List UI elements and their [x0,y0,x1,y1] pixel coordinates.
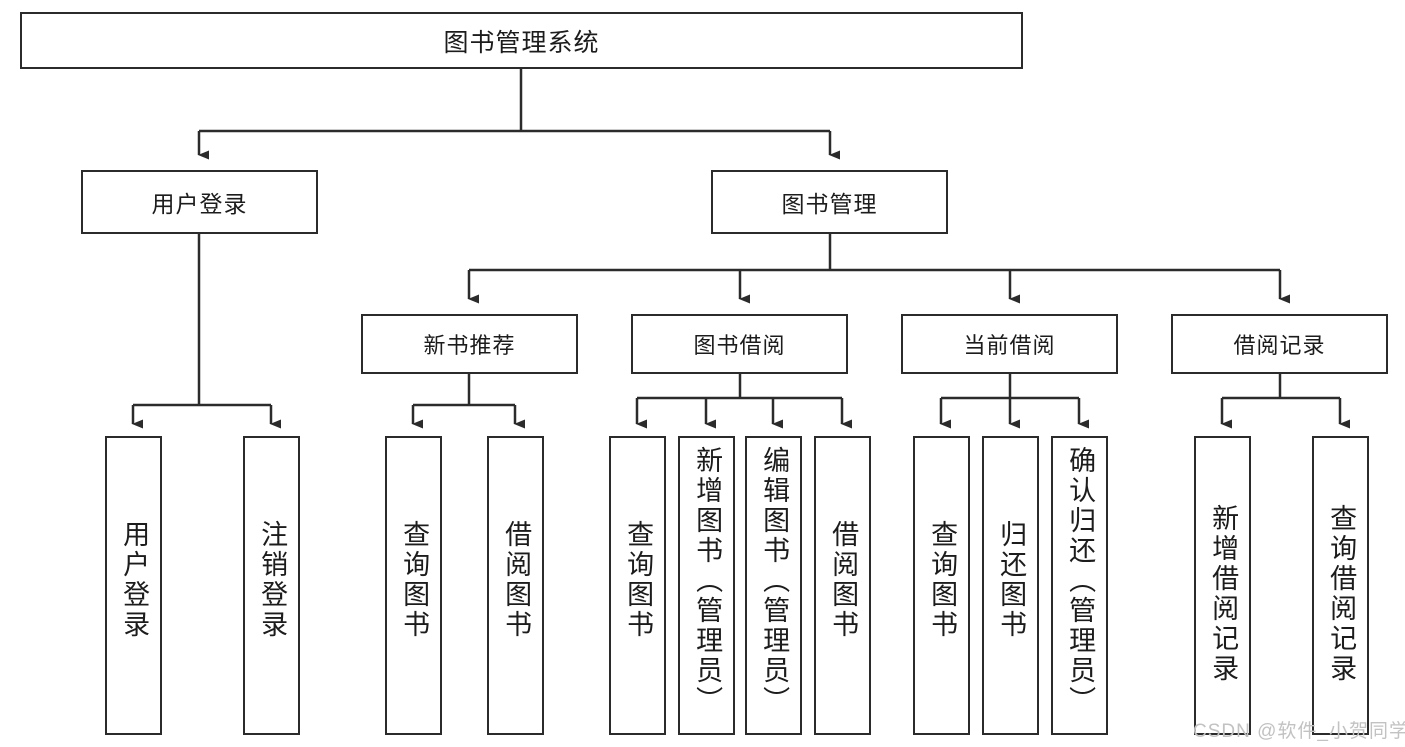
leaf-borrow-borrow-book[interactable]: 借阅图书 [814,436,871,735]
node-root-book-management-system[interactable]: 图书管理系统 [20,12,1023,69]
node-current-borrow[interactable]: 当前借阅 [901,314,1118,374]
leaf-record-query-borrow-record[interactable]: 查询借阅记录 [1312,436,1369,735]
leaf-label: 用户登录 [119,520,150,640]
leaf-record-add-borrow-record[interactable]: 新增借阅记录 [1194,436,1251,735]
leaf-current-return-book[interactable]: 归还图书 [982,436,1039,735]
node-book-management[interactable]: 图书管理 [711,170,948,234]
leaf-current-query-book[interactable]: 查询图书 [913,436,970,735]
leaf-label: 编辑图书（管理员） [759,446,790,716]
node-user-login[interactable]: 用户登录 [81,170,318,234]
leaf-recommend-query-book[interactable]: 查询图书 [385,436,442,735]
node-label: 当前借阅 [963,333,1056,358]
leaf-label: 查询图书 [927,520,958,640]
leaf-borrow-add-book-admin[interactable]: 新增图书（管理员） [678,436,735,735]
leaf-label: 查询图书 [623,520,654,640]
node-label: 图书管理系统 [443,28,600,57]
leaf-label: 确认归还（管理员） [1065,446,1096,716]
leaf-label: 新增图书（管理员） [692,446,723,716]
leaf-borrow-query-book[interactable]: 查询图书 [609,436,666,735]
leaf-current-confirm-return-admin[interactable]: 确认归还（管理员） [1051,436,1108,735]
leaf-borrow-edit-book-admin[interactable]: 编辑图书（管理员） [745,436,802,735]
leaf-label: 查询借阅记录 [1326,504,1357,684]
leaf-user-login-logout[interactable]: 注销登录 [243,436,300,735]
node-borrow-record[interactable]: 借阅记录 [1171,314,1388,374]
leaf-label: 借阅图书 [501,520,532,640]
node-label: 图书借阅 [693,333,786,358]
node-label: 图书管理 [781,191,878,217]
node-label: 新书推荐 [423,333,516,358]
leaf-recommend-borrow-book[interactable]: 借阅图书 [487,436,544,735]
leaf-label: 查询图书 [399,520,430,640]
node-book-borrow[interactable]: 图书借阅 [631,314,848,374]
leaf-label: 归还图书 [996,520,1027,640]
leaf-label: 新增借阅记录 [1208,504,1239,684]
node-new-book-recommend[interactable]: 新书推荐 [361,314,578,374]
leaf-label: 注销登录 [257,520,288,640]
node-label: 借阅记录 [1233,333,1326,358]
leaf-label: 借阅图书 [828,520,859,640]
node-label: 用户登录 [151,191,248,217]
leaf-user-login-login[interactable]: 用户登录 [105,436,162,735]
csdn-watermark: CSDN @软件_小贺同学 [1193,721,1405,742]
